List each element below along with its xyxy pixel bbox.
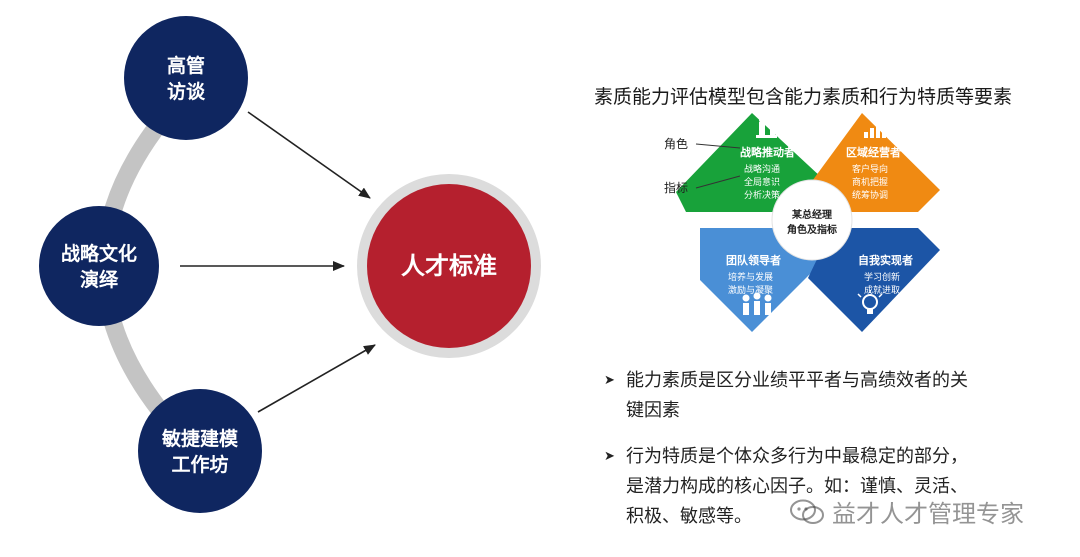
node-bottom-label: 敏捷建模 工作坊: [145, 425, 255, 479]
quadrant-team-item: 培养与发展: [728, 271, 773, 283]
quadrant-region-item: 客户导向: [852, 163, 888, 175]
role-connector: [695, 143, 741, 149]
bullet-line: 行为特质是个体众多行为中最稳定的部分，: [626, 446, 968, 467]
competency-matrix: 角色 指标 战略推动者 区域经营者 团队领导者 自我实现者 战略沟通 全局意识 …: [664, 113, 940, 332]
role-label: 角色: [664, 137, 688, 151]
quadrant-region-item: 商机把握: [852, 176, 888, 188]
watermark: 益才人才管理专家: [790, 494, 1024, 529]
team-people-icon: [742, 292, 772, 315]
node-bottom-circle: [138, 389, 262, 513]
node-middle-line2: 演绎: [79, 269, 118, 291]
quadrant-team-title: 团队领导者: [726, 253, 781, 267]
quadrant-self-item: 学习创新: [864, 271, 900, 283]
bullet-item: ➤ 行为特质是个体众多行为中最稳定的部分， 是潜力构成的核心因子。如：谨慎、灵活…: [604, 442, 1044, 532]
quadrant-self-item: 成就进取: [864, 284, 900, 296]
indicator-label: 指标: [664, 180, 688, 195]
node-middle-circle: [39, 206, 159, 326]
quadrant-team-item: 激励与凝聚: [728, 284, 773, 296]
quadrant-strategy-item: 全局意识: [744, 176, 780, 188]
wechat-icon: [790, 499, 824, 524]
node-bottom-line1: 敏捷建模: [161, 428, 238, 450]
matrix-center-line1: 某总经理: [792, 208, 832, 221]
node-bottom-line2: 工作坊: [171, 454, 229, 476]
center-label: 人才标准: [401, 252, 497, 280]
quadrant-strategy-shape: [676, 113, 822, 212]
quadrant-region-title: 区域经营者: [846, 145, 901, 159]
node-top-line2: 访谈: [166, 81, 205, 103]
node-top-circle: [124, 16, 248, 140]
arrow-top: [247, 111, 371, 199]
left-diagram: [39, 16, 541, 513]
center-circle: [367, 184, 531, 348]
quadrant-region-shape: [807, 113, 940, 212]
quadrant-region-item: 统筹协调: [852, 189, 888, 201]
node-top-label: 高管 访谈: [136, 52, 236, 106]
matrix-center-circle: [771, 179, 853, 261]
quadrant-self-shape: [808, 228, 940, 332]
bullet-arrow-icon: ➤: [604, 373, 615, 388]
chess-pieces-icon: [756, 117, 777, 138]
lightbulb-icon: [857, 290, 883, 314]
watermark-text: 益才人才管理专家: [832, 500, 1024, 528]
node-top-line1: 高管: [166, 55, 205, 77]
bullet-line: 能力素质是区分业绩平平者与高绩效者的关: [626, 370, 968, 391]
quadrant-strategy-title: 战略推动者: [740, 145, 795, 159]
quadrant-strategy-item: 分析决策: [744, 189, 780, 201]
bullet-line: 是潜力构成的核心因子。如：谨慎、灵活、: [626, 476, 968, 497]
indicator-connector: [695, 175, 741, 189]
matrix-center-line2: 角色及指标: [787, 223, 837, 236]
bullet-line: 积极、敏感等。: [626, 506, 752, 527]
node-middle-label: 战略文化 演绎: [44, 240, 154, 294]
bullet-arrow-icon: ➤: [604, 449, 615, 464]
panel-heading: 素质能力评估模型包含能力素质和行为特质等要素: [594, 86, 1013, 108]
bullet-item: ➤ 能力素质是区分业绩平平者与高绩效者的关 键因素: [604, 366, 1044, 426]
quadrant-strategy-item: 战略沟通: [744, 163, 780, 175]
quadrant-self-title: 自我实现者: [858, 253, 913, 267]
arrow-bottom: [257, 344, 376, 413]
node-middle-line1: 战略文化: [60, 243, 137, 265]
bullet-line: 键因素: [626, 400, 680, 421]
bar-chart-icon: [864, 120, 886, 138]
